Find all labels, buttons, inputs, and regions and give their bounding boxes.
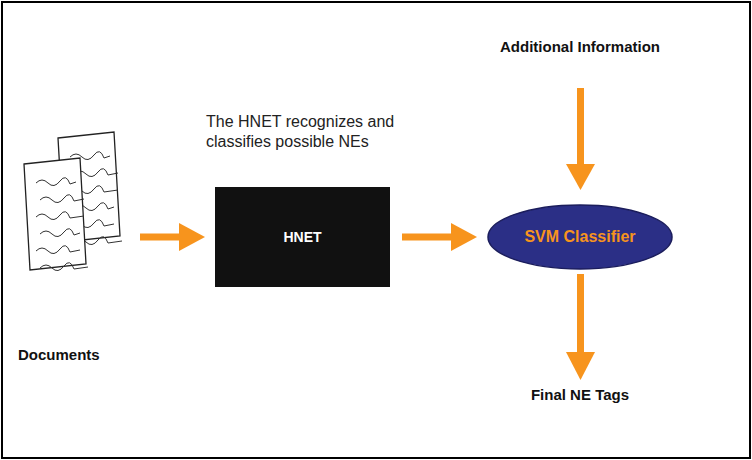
arrow-head: [566, 352, 595, 380]
input-label: Additional Information: [500, 38, 660, 57]
flow-arrow: [140, 223, 205, 251]
arrow-shaft: [577, 88, 584, 166]
classifier-ellipse: SVM Classifier: [487, 204, 673, 270]
output-label: Final NE Tags: [490, 386, 670, 405]
annotation-note: The HNET recognizes and classifies possi…: [206, 112, 438, 152]
ellipse-label: SVM Classifier: [524, 228, 635, 246]
arrow-head: [566, 164, 595, 190]
documents-icon: [18, 128, 128, 278]
flow-arrow: [402, 223, 477, 251]
arrow-shaft: [577, 274, 584, 354]
document-stack: Documents: [18, 128, 136, 363]
node-label: Documents: [18, 346, 136, 363]
process-box: HNET: [215, 187, 390, 287]
box-title: HNET: [283, 229, 321, 245]
